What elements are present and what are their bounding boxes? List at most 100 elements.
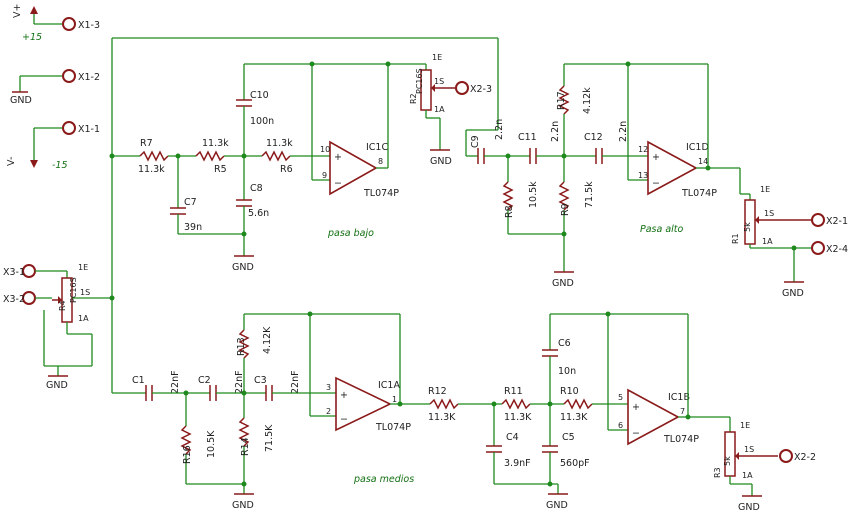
c1-value: 22nF <box>170 370 181 394</box>
opamp-ic1a <box>335 376 392 432</box>
band-pass-section: C1 22nF R16 10.5K C2 22nF R13 4.12K R14 … <box>112 311 816 513</box>
opamp-ic1d <box>647 140 698 196</box>
r7-value: 11.3k <box>138 164 165 175</box>
connector-x2-2[interactable] <box>779 449 793 463</box>
vplus-arrow-icon <box>30 6 38 14</box>
r16-name: R16 <box>182 445 193 464</box>
svg-text:−: − <box>632 428 640 439</box>
c9-name: C9 <box>470 135 481 148</box>
r8-value: 10.5k <box>528 181 539 208</box>
r11-value: 11.3K <box>504 412 532 423</box>
ic1b-pin-7: 7 <box>680 407 685 416</box>
c2-name: C2 <box>198 375 211 386</box>
c3-name: C3 <box>254 375 267 386</box>
pot-r4-type: PC16S <box>69 277 78 303</box>
connector-x2-4[interactable] <box>811 241 825 255</box>
resistor-r5 <box>195 150 225 162</box>
pot-r4-pin-1a: 1A <box>78 314 89 323</box>
resistor-r12 <box>429 398 459 410</box>
connector-x2-1-label: X2-1 <box>826 216 848 227</box>
gnd-r3-label: GND <box>738 502 760 513</box>
c6-name: C6 <box>558 338 571 349</box>
gnd-high-pass-label: GND <box>552 278 574 289</box>
c12-value: 2.2n <box>618 121 629 142</box>
vminus-value: -15 <box>52 160 68 171</box>
connector-x1-3[interactable] <box>62 17 76 31</box>
gnd-input-label: GND <box>46 380 68 391</box>
r9-name: R9 <box>560 203 571 216</box>
gnd-band-pass-2-label: GND <box>546 500 568 511</box>
ic1a-pin-1: 1 <box>392 395 397 404</box>
ic1d-name: IC1D <box>686 142 709 153</box>
c10-value: 100n <box>250 116 274 127</box>
pot-r3-name: R3 <box>713 467 722 478</box>
connector-x1-2-label: X1-2 <box>78 72 100 83</box>
r12-value: 11.3K <box>428 412 456 423</box>
ic1b-pin-6: 6 <box>618 421 623 430</box>
connector-x2-1[interactable] <box>811 213 825 227</box>
pot-r4-pin-1s: 1S <box>80 288 90 297</box>
input-section: X3-1 X3-2 GND R4 PC16S 1E 1S 1A <box>3 263 115 391</box>
c5-value: 560pF <box>560 458 590 469</box>
pot-r1 <box>744 199 756 245</box>
resistor-r13 <box>238 329 250 359</box>
gnd-band-pass-1-label: GND <box>232 500 254 511</box>
c11-name: C11 <box>518 132 537 143</box>
svg-text:+: + <box>652 152 660 163</box>
r6-value: 11.3k <box>266 138 293 149</box>
r11-name: R11 <box>504 386 523 397</box>
c7-name: C7 <box>184 197 197 208</box>
pot-r2-pin-1s: 1S <box>434 77 444 86</box>
resistor-r17 <box>558 85 570 115</box>
ic1c-type: TL074P <box>363 188 399 199</box>
ic1c-pin-10: 10 <box>320 145 330 154</box>
low-pass-title: pasa bajo <box>327 228 374 239</box>
pot-r2-pin-1e: 1E <box>432 53 442 62</box>
r7-name: R7 <box>140 138 153 149</box>
pot-r3-pin-1e: 1E <box>740 421 750 430</box>
pot-r4-name: R4 <box>58 300 67 311</box>
pot-r1-pin-1e: 1E <box>760 185 770 194</box>
pot-r3-pin-1a: 1A <box>742 471 753 480</box>
connector-x3-1-label: X3-1 <box>3 267 25 278</box>
ic1d-type: TL074P <box>681 188 717 199</box>
band-pass-title: pasa medios <box>353 474 414 485</box>
gnd-low-pass-label: GND <box>232 262 254 273</box>
ic1a-pin-2: 2 <box>326 407 331 416</box>
c9-value: 2.2n <box>494 119 505 140</box>
vplus-label: V+ <box>12 4 23 18</box>
connector-x1-3-label: X1-3 <box>78 20 100 31</box>
connector-x2-3-label: X2-3 <box>470 84 492 95</box>
ic1c-pin-9: 9 <box>322 171 327 180</box>
c4-name: C4 <box>506 432 519 443</box>
c8-name: C8 <box>250 183 263 194</box>
resistor-r11 <box>501 398 531 410</box>
resistor-r9 <box>558 181 570 211</box>
opamp-ic1c <box>329 140 378 196</box>
low-pass-section: R7 11.3k C7 39n 11.3k R5 C10 100n C8 <box>112 53 492 273</box>
r8-name: R8 <box>504 205 515 218</box>
connector-x2-3[interactable] <box>455 81 469 95</box>
r13-value: 4.12K <box>262 326 273 354</box>
vplus-value: +15 <box>22 32 42 43</box>
resistor-r7 <box>139 150 169 162</box>
ic1d-pin-14: 14 <box>698 157 708 166</box>
ic1b-type: TL074P <box>663 434 699 445</box>
connector-x1-1[interactable] <box>62 121 76 135</box>
c10-name: C10 <box>250 90 269 101</box>
svg-text:+: + <box>334 152 342 163</box>
opamp-ic1b <box>627 388 680 446</box>
c11-value: 2.2n <box>550 121 561 142</box>
r17-value: 4.12k <box>582 87 593 114</box>
c6-value: 10n <box>558 366 576 377</box>
c8-value: 5.6n <box>248 208 269 219</box>
svg-text:−: − <box>652 178 660 189</box>
c12-name: C12 <box>584 132 603 143</box>
ic1b-pin-5: 5 <box>618 393 623 402</box>
gnd-r2-label: GND <box>430 156 452 167</box>
pot-r1-pin-1a: 1A <box>762 237 773 246</box>
connector-x1-2[interactable] <box>62 69 76 83</box>
resistor-r6 <box>261 150 291 162</box>
r14-value: 71.5K <box>264 424 275 452</box>
